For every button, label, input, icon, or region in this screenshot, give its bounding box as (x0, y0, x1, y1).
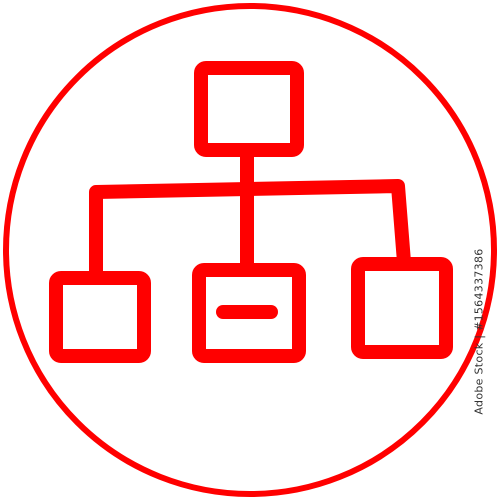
top-node-box (194, 61, 304, 157)
right-node-box (351, 257, 453, 359)
left-node-box (49, 271, 151, 363)
stock-id-text: Adobe Stock | #1564337386 (472, 248, 486, 415)
middle-node-box (192, 263, 306, 363)
horizontal-branch (89, 179, 411, 285)
middle-node-dash (216, 305, 278, 319)
outer-circle (3, 3, 497, 497)
